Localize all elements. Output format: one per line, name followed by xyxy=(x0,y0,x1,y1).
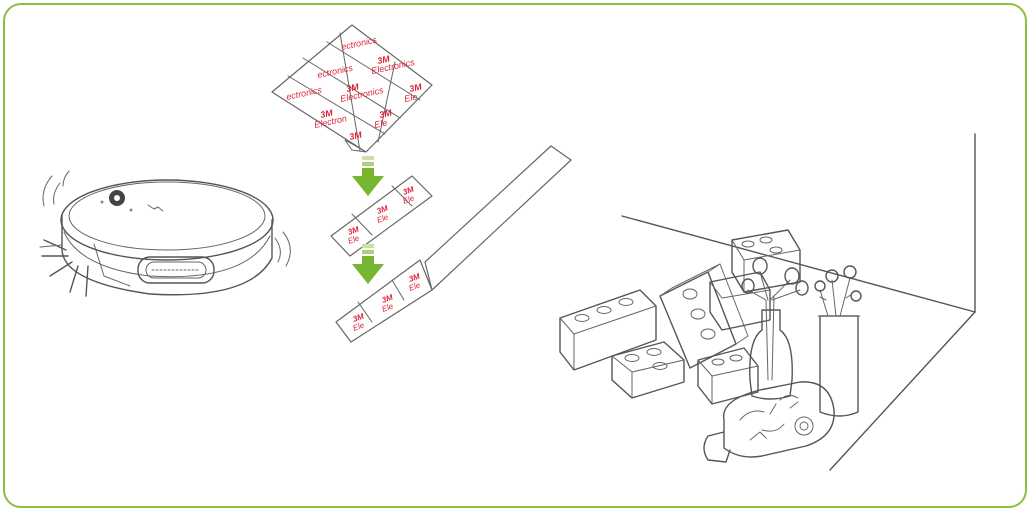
blocks-and-vases-illustration xyxy=(560,134,975,470)
robot-vacuum-icon xyxy=(40,171,290,296)
adhesive-sheet-icon: ectronics ectronics 3M Electronics ectro… xyxy=(272,25,432,152)
down-arrow-icon xyxy=(352,156,384,196)
adhesive-strip-icon: 3M Ele 3M Ele 3M Ele xyxy=(331,176,432,256)
